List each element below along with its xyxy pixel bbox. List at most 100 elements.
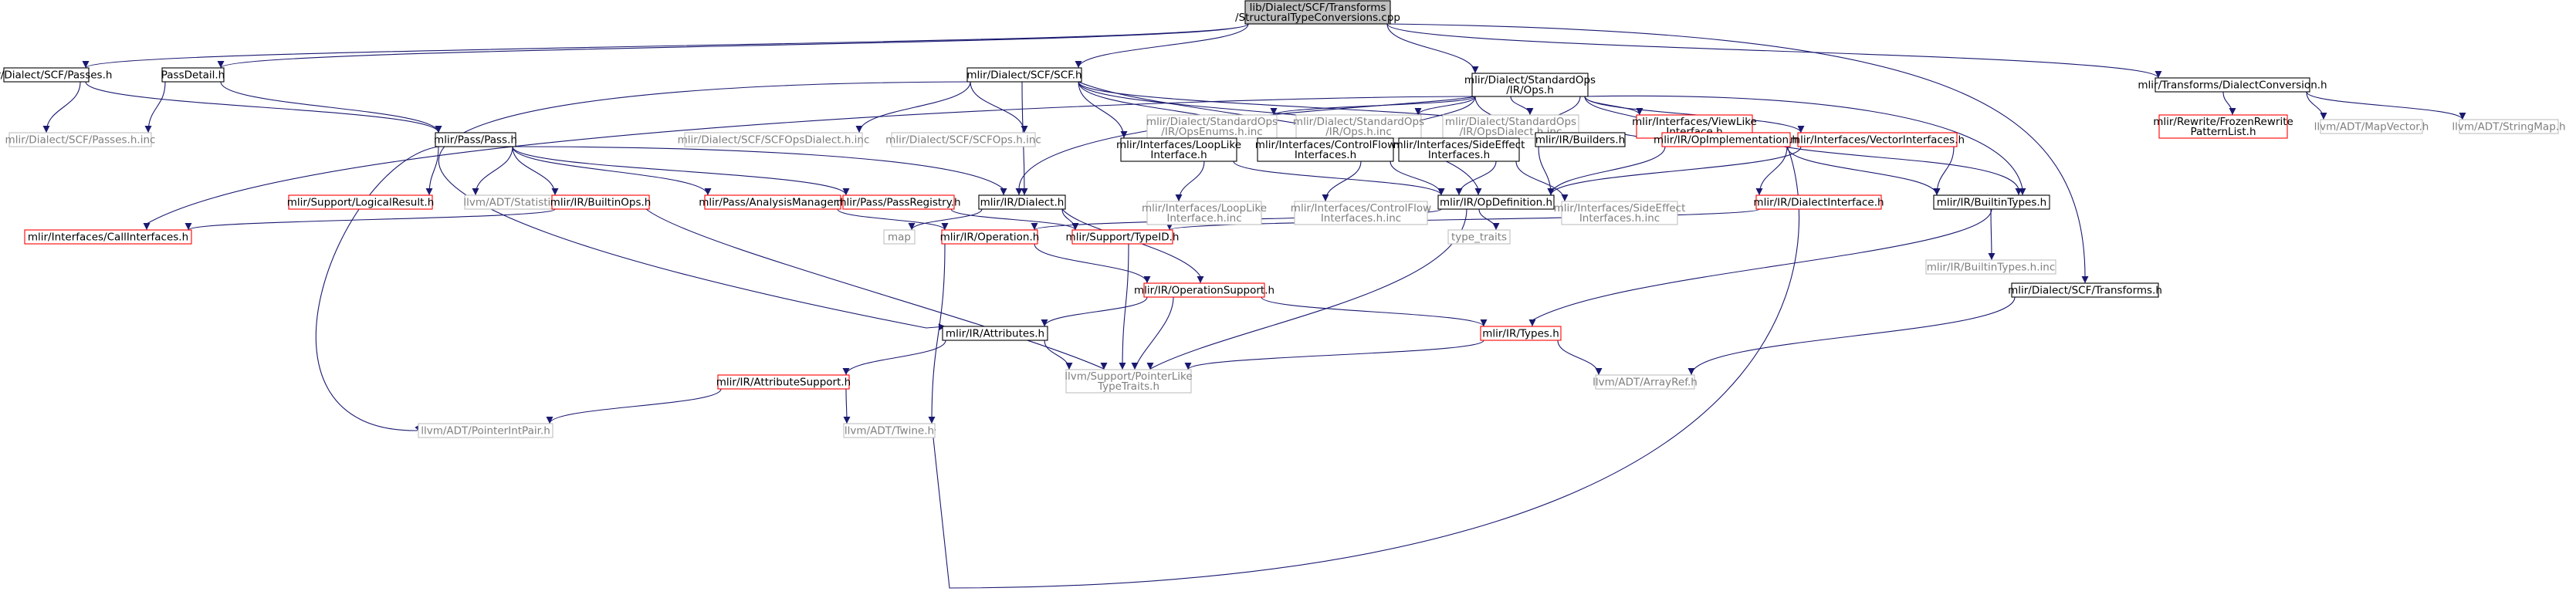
node-dialectifc_h[interactable]: mlir/IR/DialectInterface.h xyxy=(1753,194,1884,210)
node-box xyxy=(1797,132,1958,147)
edge-root-to-scf_h xyxy=(1075,23,1249,69)
node-label: llvm/ADT/Twine.h xyxy=(845,425,934,438)
node-scf_passes_inc: mlir/Dialect/SCF/Passes.h.inc xyxy=(5,132,156,147)
node-scf_transforms_h[interactable]: mlir/Dialect/SCF/Transforms.h xyxy=(2008,282,2162,298)
node-opdefinition_h[interactable]: mlir/IR/OpDefinition.h xyxy=(1437,194,1555,210)
node-dialectconv_h[interactable]: mlir/Transforms/DialectConversion.h xyxy=(2138,77,2327,93)
node-logicalresult_h[interactable]: mlir/Support/LogicalResult.h xyxy=(287,194,435,210)
edge-pass_h-to-builtinops_h xyxy=(512,146,559,196)
node-types_h[interactable]: mlir/IR/Types.h xyxy=(1480,326,1562,341)
edge-pass_h-to-dialect_h xyxy=(512,146,1007,195)
node-operation_h[interactable]: mlir/IR/Operation.h xyxy=(940,229,1040,245)
edge-attrsupport_h-to-pointerintpair_h xyxy=(546,388,722,424)
edge-passdetail_h-to-scf_passes_inc xyxy=(144,81,166,133)
node-label: mlir/Dialect/StandardOps xyxy=(1146,116,1278,128)
node-box xyxy=(1146,201,1262,225)
node-label: mlir/Pass/AnalysisManager.h xyxy=(699,197,847,209)
node-box xyxy=(1933,194,2050,210)
node-box xyxy=(1661,132,1791,147)
edge-builders_h-to-opdefinition_h xyxy=(1538,146,1555,196)
node-std_ops_h[interactable]: mlir/Dialect/StandardOps/IR/Ops.h xyxy=(1464,73,1596,97)
node-pointerintpair_h: llvm/ADT/PointerIntPair.h xyxy=(418,423,553,438)
node-label: mlir/Dialect/SCF/SCFOpsDialect.h.inc xyxy=(678,134,870,147)
node-box xyxy=(1480,326,1562,341)
node-box xyxy=(1143,282,1265,298)
node-label: llvm/ADT/Statistic.h xyxy=(463,197,566,209)
edge-root-to-scf_transforms_h xyxy=(1386,23,2089,283)
node-label: Interfaces.h.inc xyxy=(1321,212,1401,225)
node-opimpl_h[interactable]: mlir/IR/OpImplementation.h xyxy=(1654,132,1799,147)
node-label: mlir/Interfaces/SideEffect xyxy=(1393,139,1525,151)
node-dialect_h[interactable]: mlir/IR/Dialect.h xyxy=(978,194,1066,210)
node-label: mlir/Dialect/StandardOps xyxy=(1464,74,1596,86)
node-box xyxy=(1295,114,1422,139)
node-passdetail_h[interactable]: PassDetail.h xyxy=(161,67,225,83)
node-box xyxy=(1398,137,1520,162)
edge-operation_h-to-opsupport_h xyxy=(1034,243,1151,284)
node-pass_h[interactable]: mlir/Pass/Pass.h xyxy=(434,132,517,147)
node-builtintypes_h[interactable]: mlir/IR/BuiltinTypes.h xyxy=(1933,194,2050,210)
edge-builtintypes_h-to-types_h xyxy=(1528,208,1992,326)
edge-scf_passes_h-to-scf_passes_inc xyxy=(42,81,81,133)
node-root[interactable]: lib/Dialect/SCF/Transforms/StructuralTyp… xyxy=(1235,0,1400,25)
node-label: mlir/Interfaces/ControlFlow xyxy=(1255,139,1396,151)
edge-attributes_h-to-pointerliketraits_h xyxy=(1044,340,1073,370)
node-label: mlir/Dialect/SCF/Passes.h.inc xyxy=(5,134,156,147)
node-attributes_h[interactable]: mlir/IR/Attributes.h xyxy=(942,326,1048,341)
edge-dialectconv_h-to-mapvector_h xyxy=(2306,91,2327,120)
node-box xyxy=(978,194,1066,210)
node-box xyxy=(8,132,152,147)
node-attrsupport_h[interactable]: mlir/IR/AttributeSupport.h xyxy=(716,374,851,390)
node-stringmap_h: llvm/ADT/StringMap.h xyxy=(2452,119,2566,134)
node-label: mlir/Interfaces/ControlFlow xyxy=(1291,202,1431,215)
node-label: mlir/Dialect/SCF/SCF.h xyxy=(966,69,1082,82)
node-builders_h[interactable]: mlir/IR/Builders.h xyxy=(1535,132,1626,147)
node-box xyxy=(891,132,1036,147)
edge-pass_h-to-logicalresult_h xyxy=(425,146,439,196)
node-label: type_traits xyxy=(1451,231,1507,244)
node-label: mlir/IR/BuiltinTypes.h.inc xyxy=(1927,262,2056,274)
edge-scf_h-to-looplike_h xyxy=(1078,81,1128,139)
node-label: mlir/IR/BuiltinTypes.h xyxy=(1937,197,2046,209)
node-passregistry_h[interactable]: mlir/Pass/PassRegistry.h xyxy=(836,194,961,210)
node-box xyxy=(1437,194,1555,210)
node-scf_passes_h[interactable]: mlir/Dialect/SCF/Passes.h xyxy=(0,67,112,83)
node-builtinops_h[interactable]: mlir/IR/BuiltinOps.h xyxy=(550,194,652,210)
edge-dialect_h-to-map xyxy=(908,208,983,231)
node-label: /StructuralTypeConversions.cpp xyxy=(1235,12,1400,24)
node-label: mlir/Dialect/StandardOps xyxy=(1445,116,1576,128)
node-analysismgr_h[interactable]: mlir/Pass/AnalysisManager.h xyxy=(699,194,847,210)
node-std_ops_h_inc: mlir/Dialect/StandardOps/IR/Ops.h.inc xyxy=(1293,114,1424,139)
node-label: PassDetail.h xyxy=(161,69,225,82)
node-opsupport_h[interactable]: mlir/IR/OperationSupport.h xyxy=(1134,282,1274,298)
node-label: mlir/Interfaces/SideEffect xyxy=(1554,202,1686,215)
node-box xyxy=(3,67,90,83)
node-label: Interfaces.h xyxy=(1428,149,1490,161)
edge-looplike_h-to-looplike_inc xyxy=(1175,161,1205,202)
node-label: Interface.h xyxy=(1150,149,1207,161)
node-typeid_h[interactable]: mlir/Support/TypeID.h xyxy=(1066,229,1180,245)
node-box xyxy=(1471,73,1589,97)
node-box xyxy=(2158,114,2288,139)
node-label: mlir/Dialect/SCF/Transforms.h xyxy=(2008,285,2162,297)
node-label: mlir/Interfaces/LoopLike xyxy=(1116,139,1241,151)
node-box xyxy=(966,67,1082,83)
edge-opimpl_h-to-builtintypes_h xyxy=(1786,146,1941,196)
edge-builtintypes_h-to-builtintypes_inc xyxy=(1988,208,1995,261)
edge-types_h-to-arrayref_h xyxy=(1557,340,1603,376)
node-scf_h[interactable]: mlir/Dialect/SCF/SCF.h xyxy=(966,67,1082,83)
edge-pass_h-to-analysismgr_h xyxy=(512,146,712,196)
node-vectorifc_h[interactable]: mlir/Interfaces/VectorInterfaces.h xyxy=(1790,132,1965,147)
node-label: mlir/Interfaces/CallInterfaces.h xyxy=(28,231,188,244)
edge-vectorifc_h-to-builtintypes_h xyxy=(1933,146,1955,196)
edge-root-to-passdetail_h xyxy=(217,23,1249,69)
node-callifc_h[interactable]: mlir/Interfaces/CallInterfaces.h xyxy=(24,229,192,245)
edge-operation_h-to-twine_h xyxy=(928,243,946,424)
node-label: /IR/OpsEnums.h.inc xyxy=(1161,126,1262,138)
